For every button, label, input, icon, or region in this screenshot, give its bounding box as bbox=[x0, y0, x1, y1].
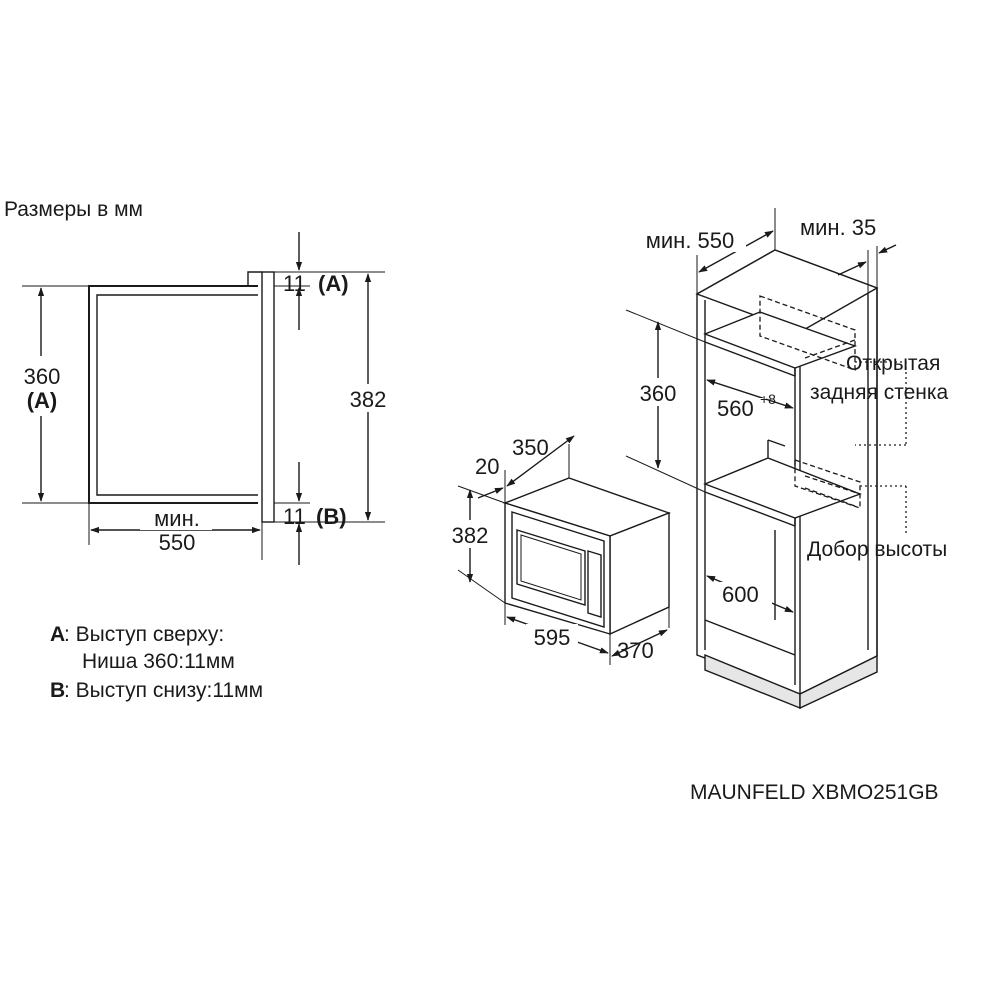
dim-label-11-bottom-ref: (B) bbox=[316, 504, 347, 529]
dim-label-550-min: мин. bbox=[154, 506, 200, 531]
microwave-appliance: 382 20 350 595 370 bbox=[444, 435, 672, 665]
cab-label-height-fill: Добор высоты bbox=[807, 538, 947, 561]
dim-label-11-bottom: 11 bbox=[283, 504, 306, 529]
mw-dim-20: 20 bbox=[475, 454, 499, 479]
cab-dim-600: 600 bbox=[722, 582, 759, 607]
cab-dim-550: мин. 550 bbox=[646, 228, 735, 253]
legend-b-key: B bbox=[50, 679, 65, 702]
dim-label-11-top: 11 bbox=[283, 271, 306, 296]
dim-label-360-ref: (A) bbox=[27, 388, 58, 413]
legend-a-text2: Ниша 360:11мм bbox=[82, 650, 235, 673]
legend-b-text: : Выступ снизу:11мм bbox=[64, 679, 263, 702]
cab-label-open-back-2: задняя стенка bbox=[810, 381, 949, 404]
legend-a-text: : Выступ сверху: bbox=[64, 623, 224, 646]
cab-dim-35: мин. 35 bbox=[800, 215, 876, 240]
dim-label-360: 360 bbox=[24, 364, 61, 389]
mw-dim-595: 595 bbox=[534, 625, 571, 650]
dim-label-382: 382 bbox=[350, 387, 387, 412]
cab-dim-560-tol: +8 bbox=[760, 391, 776, 407]
mw-dim-382: 382 bbox=[452, 523, 489, 548]
model-name: MAUNFELD XBMO251GB bbox=[690, 781, 939, 804]
legend: A : Выступ сверху: Ниша 360:11мм B : Выс… bbox=[50, 623, 263, 702]
mw-dim-350: 350 bbox=[512, 435, 549, 460]
legend-a-key: A bbox=[50, 623, 65, 646]
cab-dim-560: 560 bbox=[717, 396, 754, 421]
cab-dim-360: 360 bbox=[640, 381, 677, 406]
mw-dim-370: 370 bbox=[617, 638, 654, 663]
tall-cabinet: Открытая задняя стенка Добор высоты мин.… bbox=[625, 208, 949, 710]
dim-label-11-top-ref: (A) bbox=[318, 271, 349, 296]
side-section-view: 360 (A) 382 11 (A) 11 (B) мин. 550 bbox=[18, 232, 396, 565]
diagram-title: Размеры в мм bbox=[4, 198, 143, 221]
dim-label-550: 550 bbox=[159, 530, 196, 555]
cab-label-open-back-1: Открытая bbox=[846, 352, 940, 375]
